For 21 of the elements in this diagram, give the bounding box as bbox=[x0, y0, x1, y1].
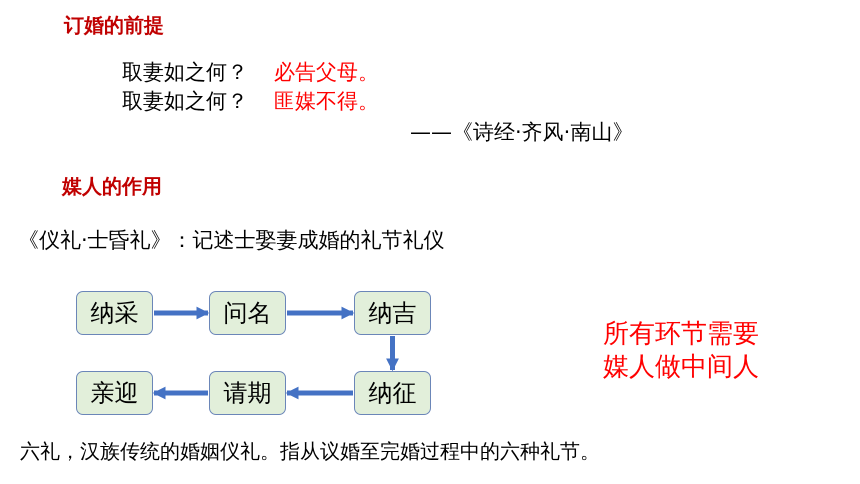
process-box: 纳采 bbox=[76, 291, 153, 335]
process-box: 亲迎 bbox=[76, 371, 153, 415]
process-box: 问名 bbox=[209, 291, 286, 335]
process-box: 纳征 bbox=[354, 371, 431, 415]
description-text: 《仪礼·士昏礼》：记述士娶妻成婚的礼节礼仪 bbox=[18, 228, 445, 252]
process-box: 请期 bbox=[209, 371, 286, 415]
quote-source: ——《诗经·齐风·南山》 bbox=[410, 120, 634, 144]
quote-line: 取妻如之何？ bbox=[122, 89, 248, 114]
arrow bbox=[154, 306, 210, 320]
quote-line: 匪媒不得。 bbox=[274, 89, 379, 114]
note-text: 所有环节需要媒人做中间人 bbox=[603, 318, 760, 383]
arrow bbox=[386, 336, 399, 372]
arrow bbox=[287, 306, 354, 320]
quote-line: 必告父母。 bbox=[274, 60, 379, 84]
process-box: 纳吉 bbox=[354, 291, 431, 335]
arrow bbox=[152, 386, 208, 400]
heading: 订婚的前提 bbox=[64, 14, 164, 37]
arrow bbox=[286, 386, 353, 400]
heading: 媒人的作用 bbox=[62, 175, 162, 198]
quote-line: 取妻如之何？ bbox=[122, 60, 248, 84]
footer-text: 六礼，汉族传统的婚姻仪礼。指从议婚至完婚过程中的六种礼节。 bbox=[20, 440, 600, 463]
